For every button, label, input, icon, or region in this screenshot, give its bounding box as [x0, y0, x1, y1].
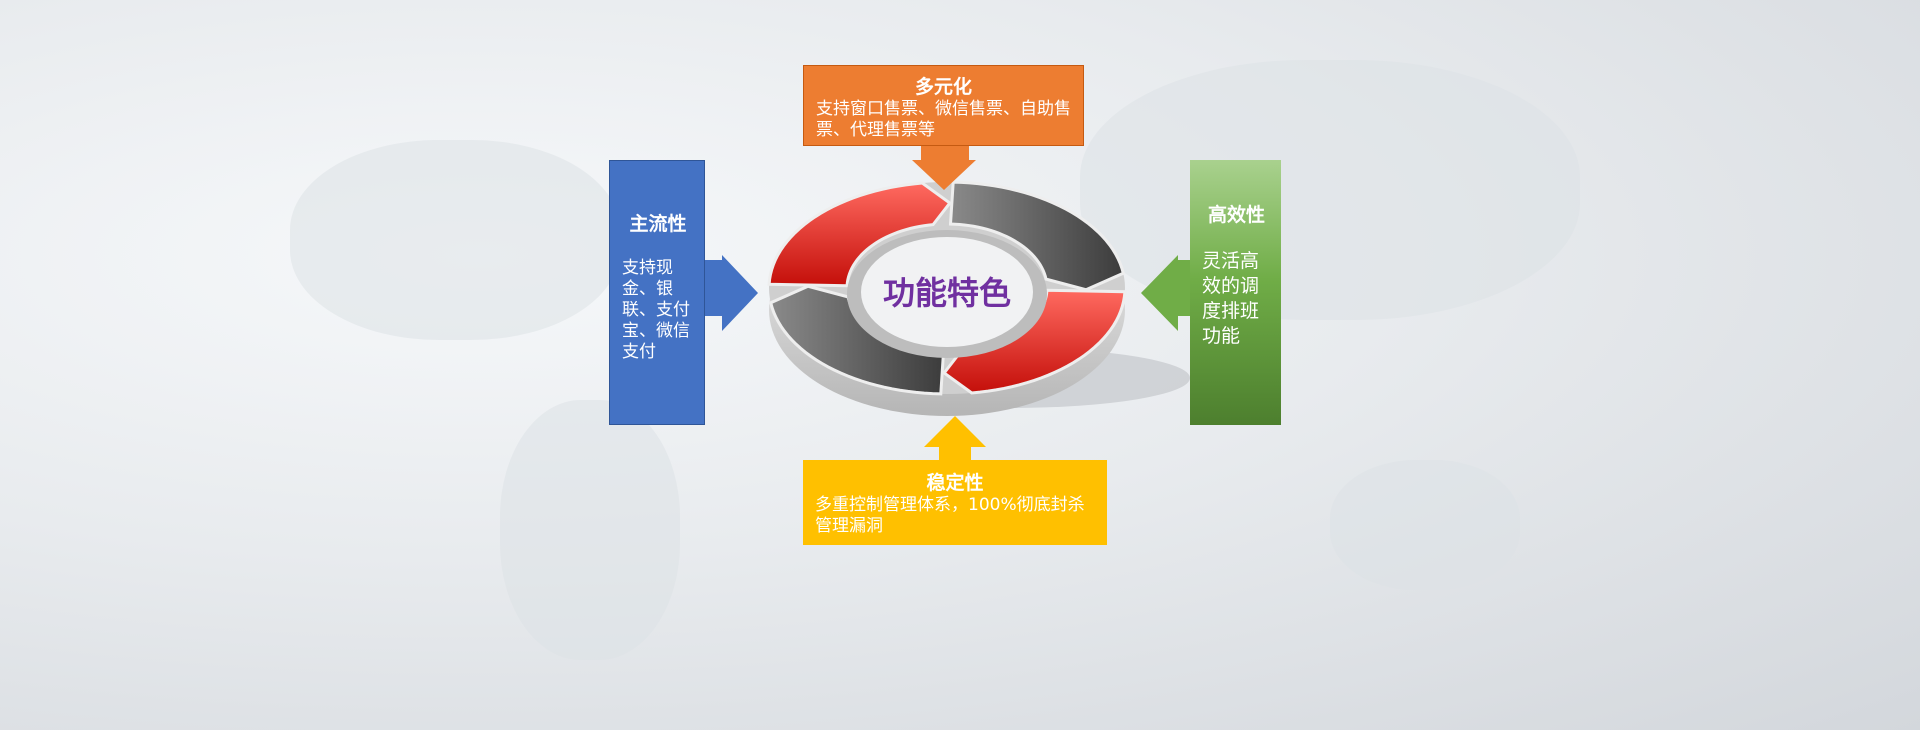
card-title: 稳定性: [926, 472, 984, 494]
card-diversity: 多元化 支持窗口售票、微信售票、自助售票、代理售票等: [803, 65, 1084, 146]
card-title: 高效性: [1207, 204, 1265, 226]
card-text: 灵活高效的调度排班功能: [1202, 250, 1260, 347]
center-label: 功能特色: [882, 274, 1011, 312]
world-map-shape: [500, 400, 680, 660]
card-stability: 稳定性 多重控制管理体系，100%彻底封杀管理漏洞: [803, 460, 1107, 545]
arrow-left-green: [1141, 255, 1190, 331]
card-title: 主流性: [629, 213, 687, 235]
ring-segment-gray-right: [948, 180, 1126, 292]
ring-segment-red-top: [767, 181, 952, 288]
card-text: 多重控制管理体系，100%彻底封杀管理漏洞: [815, 495, 1085, 536]
card-mainstream: 主流性 支持现金、银联、支付宝、微信支付: [609, 160, 705, 425]
card-text: 支持现金、银联、支付宝、微信支付: [622, 258, 690, 362]
card-title: 多元化: [914, 76, 972, 98]
arrow-right-blue: [705, 255, 758, 331]
arrow-up-yellow: [924, 416, 986, 460]
card-text: 支持窗口售票、微信售票、自助售票、代理售票等: [816, 99, 1071, 140]
ring-hole: [861, 237, 1033, 347]
world-map-shape: [1330, 460, 1520, 590]
arrow-down-orange: [912, 146, 976, 190]
world-map-shape: [290, 140, 620, 340]
card-efficiency: 高效性 灵活高效的调度排班功能: [1190, 160, 1281, 425]
